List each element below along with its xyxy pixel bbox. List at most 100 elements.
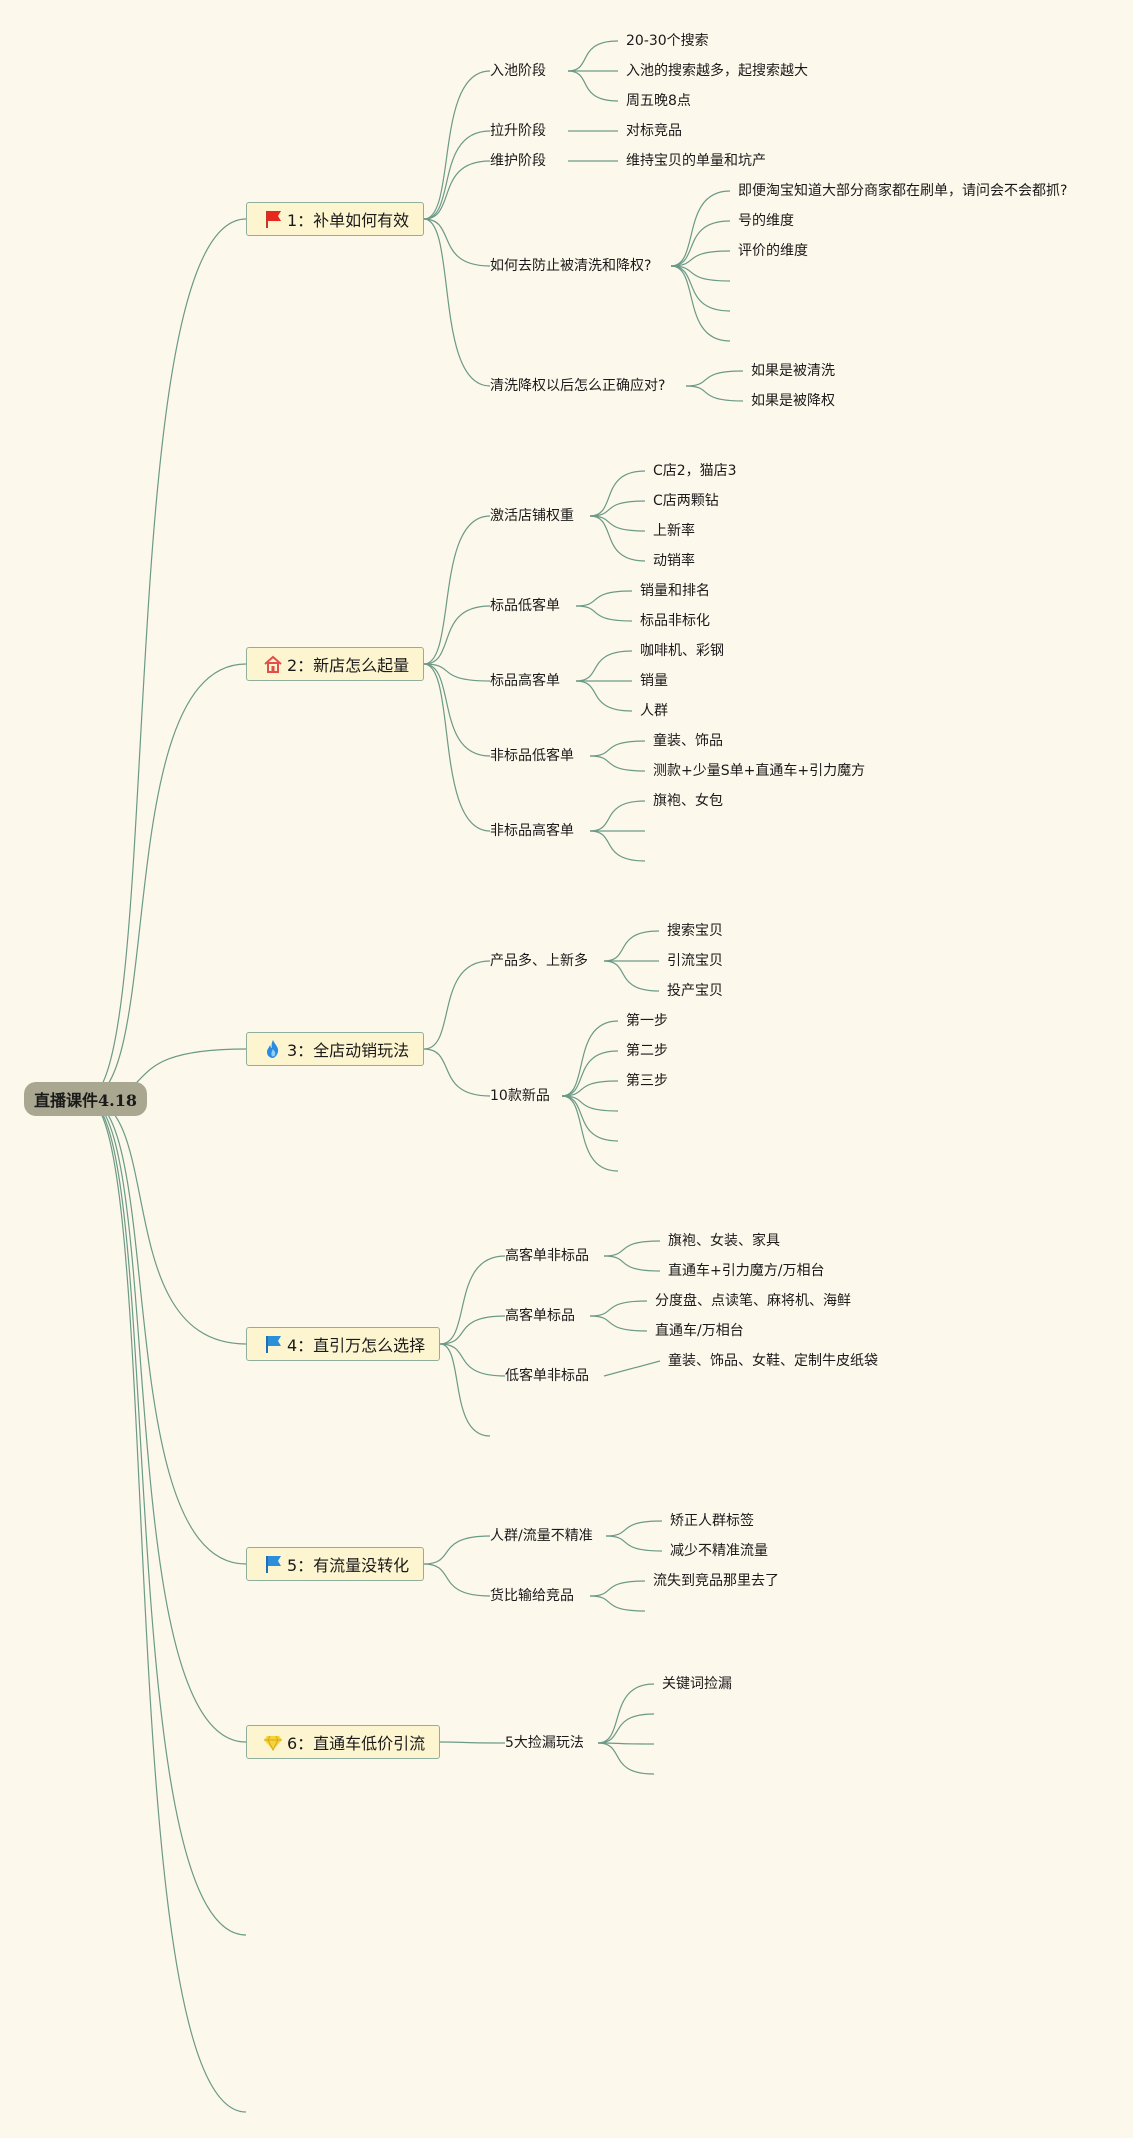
leaf-node[interactable]: 如果是被清洗	[751, 363, 835, 379]
leaf-node[interactable]: 矫正人群标签	[670, 1513, 754, 1529]
leaf-node[interactable]: 引流宝贝	[667, 953, 723, 969]
leaf-node[interactable]: 动销率	[653, 553, 695, 569]
leaf-node[interactable]: 直通车/万相台	[655, 1323, 744, 1339]
topic-node-3[interactable]: 3：全店动销玩法	[246, 1032, 424, 1066]
connector-line	[603, 1255, 661, 1272]
connector-line	[423, 1563, 491, 1597]
connector-line	[423, 605, 491, 665]
leaf-node[interactable]: 第三步	[626, 1073, 668, 1089]
connector-line	[575, 650, 633, 682]
connector-line	[439, 1255, 506, 1345]
leaf-node[interactable]: 评价的维度	[738, 243, 808, 259]
leaf-node[interactable]: 对标竞品	[626, 123, 682, 139]
leaf-node[interactable]: 如果是被降权	[751, 393, 835, 409]
connector-line	[85, 218, 247, 1100]
subtopic-node[interactable]: 产品多、上新多	[490, 953, 588, 969]
subtopic-node[interactable]: 人群/流量不精准	[490, 1528, 593, 1544]
leaf-node[interactable]: 销量和排名	[640, 583, 710, 599]
leaf-node[interactable]: 入池的搜索越多，起搜索越大	[626, 63, 808, 79]
leaf-node[interactable]: 即便淘宝知道大部分商家都在刷单，请问会不会都抓?	[738, 183, 1068, 199]
leaf-node[interactable]: 维持宝贝的单量和坑产	[626, 153, 766, 169]
root-node[interactable]: 直播课件4.18	[24, 1082, 147, 1116]
connector-line	[439, 1315, 506, 1345]
connector-line	[567, 40, 619, 72]
leaf-node[interactable]: 旗袍、女包	[653, 793, 723, 809]
connector-line	[670, 190, 731, 267]
connector-line	[589, 1580, 646, 1597]
connector-line	[670, 265, 731, 312]
connector-line	[589, 515, 646, 562]
leaf-node[interactable]: 号的维度	[738, 213, 794, 229]
connector-line	[589, 470, 646, 517]
leaf-node[interactable]: 咖啡机、彩钢	[640, 643, 724, 659]
topic-node-5[interactable]: 5：有流量没转化	[246, 1547, 424, 1581]
leaf-node[interactable]: 测款+少量S单+直通车+引力魔方	[653, 763, 866, 779]
connector-line	[597, 1742, 655, 1745]
connector-line	[561, 1095, 619, 1142]
connector-line	[670, 250, 731, 267]
topic-node-6[interactable]: 6：直通车低价引流	[246, 1725, 440, 1759]
leaf-node[interactable]: 第一步	[626, 1013, 668, 1029]
subtopic-node[interactable]: 标品低客单	[490, 598, 560, 614]
subtopic-node[interactable]: 高客单标品	[505, 1308, 575, 1324]
leaf-node[interactable]: 直通车+引力魔方/万相台	[668, 1263, 825, 1279]
leaf-node[interactable]: 标品非标化	[640, 613, 710, 629]
subtopic-node[interactable]: 非标品低客单	[490, 748, 574, 764]
leaf-node[interactable]: 第二步	[626, 1043, 668, 1059]
leaf-node[interactable]: C店两颗钻	[653, 493, 719, 509]
topic-node-4[interactable]: 4：直引万怎么选择	[246, 1327, 440, 1361]
topic-node-2[interactable]: 2：新店怎么起量	[246, 647, 424, 681]
connector-line	[589, 500, 646, 517]
subtopic-node[interactable]: 5大捡漏玩法	[505, 1735, 584, 1751]
diamond-icon	[263, 1732, 283, 1752]
leaf-node[interactable]: 流失到竞品那里去了	[653, 1573, 779, 1589]
connector-line	[603, 930, 660, 962]
subtopic-node[interactable]: 标品高客单	[490, 673, 560, 689]
subtopic-node[interactable]: 激活店铺权重	[490, 508, 574, 524]
leaf-node[interactable]: 周五晚8点	[626, 93, 691, 109]
leaf-node[interactable]: 童装、饰品	[653, 733, 723, 749]
leaf-node[interactable]: 童装、饰品、女鞋、定制牛皮纸袋	[668, 1353, 878, 1369]
subtopic-node[interactable]: 高客单非标品	[505, 1248, 589, 1264]
subtopic-node[interactable]: 清洗降权以后怎么正确应对?	[490, 378, 666, 394]
leaf-node[interactable]: 分度盘、点读笔、麻将机、海鲜	[655, 1293, 851, 1309]
subtopic-node[interactable]: 入池阶段	[490, 63, 546, 79]
connector-line	[561, 1020, 619, 1097]
connector-line	[85, 663, 247, 1100]
subtopic-node[interactable]: 货比输给竞品	[490, 1588, 574, 1604]
leaf-node[interactable]: 关键词捡漏	[662, 1676, 732, 1692]
leaf-node[interactable]: 销量	[640, 673, 668, 689]
connector-line	[423, 130, 491, 220]
connector-line	[423, 218, 491, 387]
subtopic-node[interactable]: 10款新品	[490, 1088, 550, 1104]
subtopic-node[interactable]: 维护阶段	[490, 153, 546, 169]
fire-icon	[263, 1039, 283, 1059]
leaf-node[interactable]: 投产宝贝	[667, 983, 723, 999]
connector-line	[575, 590, 633, 607]
subtopic-node[interactable]: 拉升阶段	[490, 123, 546, 139]
leaf-node[interactable]: 20-30个搜索	[626, 33, 709, 49]
connector-line	[589, 800, 646, 832]
connector-line	[439, 1741, 506, 1744]
connector-line	[561, 1095, 619, 1172]
subtopic-node[interactable]: 低客单非标品	[505, 1368, 589, 1384]
connector-line	[423, 663, 491, 832]
connector-line	[423, 1535, 491, 1565]
leaf-node[interactable]: 旗袍、女装、家具	[668, 1233, 780, 1249]
leaf-node[interactable]: 人群	[640, 703, 668, 719]
connector-line	[85, 1098, 247, 1743]
leaf-node[interactable]: 搜索宝贝	[667, 923, 723, 939]
connector-line	[567, 70, 619, 102]
subtopic-node[interactable]: 非标品高客单	[490, 823, 574, 839]
connector-line	[439, 1343, 491, 1437]
leaf-node[interactable]: 上新率	[653, 523, 695, 539]
topic-node-1[interactable]: 1：补单如何有效	[246, 202, 424, 236]
connector-line	[589, 1595, 646, 1612]
subtopic-node[interactable]: 如何去防止被清洗和降权?	[490, 258, 652, 274]
home-icon	[263, 654, 283, 674]
connector-line	[603, 960, 660, 992]
leaf-node[interactable]: C店2，猫店3	[653, 463, 737, 479]
connector-line	[423, 960, 491, 1050]
leaf-node[interactable]: 减少不精准流量	[670, 1543, 768, 1559]
topic-label: 6：直通车低价引流	[287, 1734, 426, 1753]
